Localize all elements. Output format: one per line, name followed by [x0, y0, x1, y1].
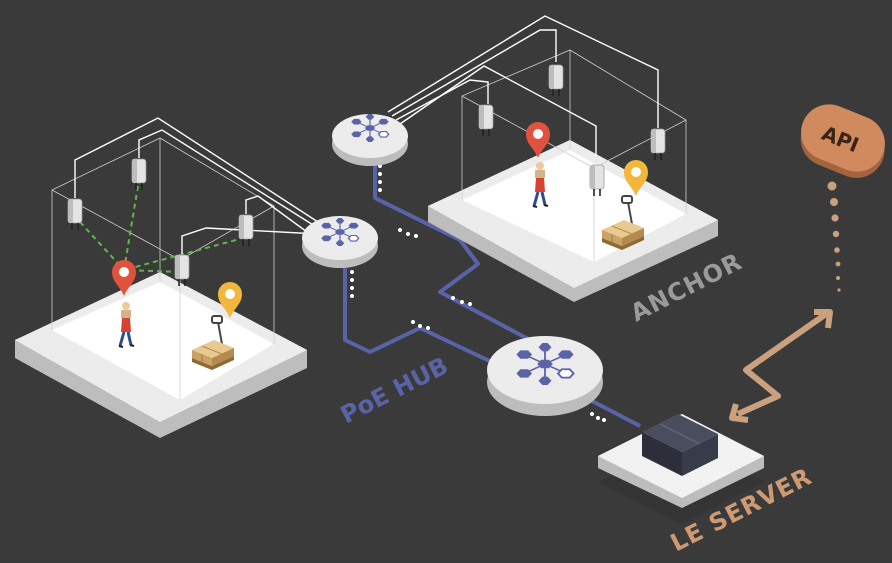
cable-dots — [350, 164, 606, 422]
hub-top — [332, 113, 408, 166]
anchor-device-icon — [131, 158, 147, 191]
api-server-arrow — [729, 309, 833, 423]
anchor-device-icon — [650, 128, 666, 161]
hub-middle — [302, 216, 378, 268]
anchor-cables-left — [74, 117, 319, 254]
anchor-cables-right — [387, 15, 659, 156]
anchor-device-icon — [548, 64, 564, 97]
server-box-icon — [642, 414, 718, 476]
hub-main — [487, 336, 603, 416]
poe-cable-group — [343, 160, 641, 428]
poe-hub-label: PoE HUB — [336, 351, 453, 429]
anchor-device-icon — [67, 198, 83, 231]
left-room-floor — [52, 282, 274, 400]
poe-cable-server — [589, 398, 641, 428]
right-room — [387, 15, 718, 302]
poe-cable-right — [373, 160, 531, 342]
anchor-device-icon — [478, 104, 494, 137]
api-dots — [827, 181, 841, 292]
left-room — [15, 117, 319, 438]
anchor-device-icon — [238, 214, 254, 247]
le-server — [598, 414, 766, 524]
poe-cable-left — [343, 268, 501, 368]
api-badge: API — [800, 104, 885, 178]
